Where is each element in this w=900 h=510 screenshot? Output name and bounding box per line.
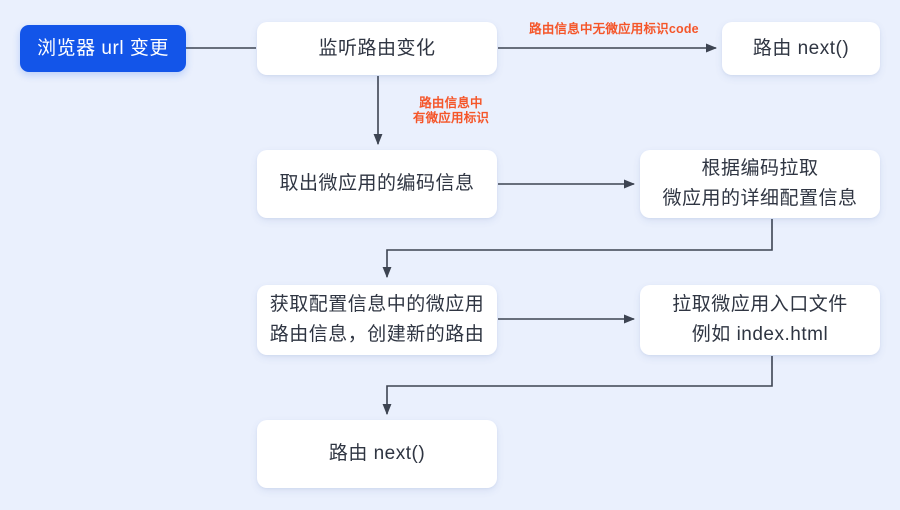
edge-label-no-micro-app-code: 路由信息中无微应用标识code bbox=[529, 22, 699, 36]
node-route-next-bottom[interactable]: 路由 next() bbox=[257, 420, 497, 488]
edge-label-has-micro-app-code: 路由信息中 有微应用标识 bbox=[412, 96, 490, 125]
node-fetch-entry-file[interactable]: 拉取微应用入口文件 例如 index.html bbox=[640, 285, 880, 355]
edge-fetchconfig-to-createroute bbox=[382, 219, 773, 279]
node-route-next-top[interactable]: 路由 next() bbox=[722, 22, 880, 75]
node-browser-url-change[interactable]: 浏览器 url 变更 bbox=[20, 25, 186, 72]
node-extract-micro-app-code[interactable]: 取出微应用的编码信息 bbox=[257, 150, 497, 218]
node-create-new-route[interactable]: 获取配置信息中的微应用 路由信息，创建新的路由 bbox=[257, 285, 497, 355]
node-fetch-micro-app-config[interactable]: 根据编码拉取 微应用的详细配置信息 bbox=[640, 150, 880, 218]
edge-fetchentry-to-nextbottom bbox=[382, 356, 773, 416]
node-listen-route-change[interactable]: 监听路由变化 bbox=[257, 22, 497, 75]
